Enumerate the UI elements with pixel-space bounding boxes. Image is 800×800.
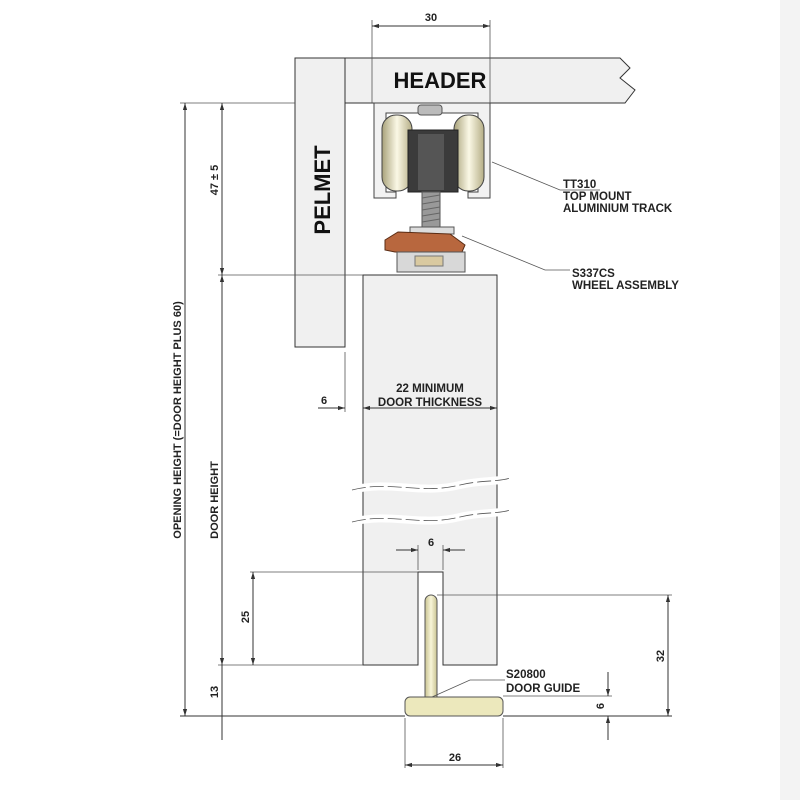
track-desc-1: TOP MOUNT xyxy=(563,191,632,203)
door-thickness-label-2: DOOR THICKNESS xyxy=(378,397,482,409)
dim-guide-height-label: 32 xyxy=(655,650,667,662)
guide-desc: DOOR GUIDE xyxy=(506,683,580,695)
wheel-leader xyxy=(461,235,570,271)
dim-track-gap-label: 47 ± 5 xyxy=(209,165,221,196)
plate-nut xyxy=(414,255,444,267)
wheel-code: S337CS xyxy=(572,268,615,280)
thread-lines xyxy=(421,194,441,223)
track-code: TT310 xyxy=(563,179,596,191)
dim-pelmet-gap-label: 6 xyxy=(321,395,327,407)
door-panel xyxy=(362,274,498,666)
wheel-bracket xyxy=(384,231,466,253)
opening-height-label: OPENING HEIGHT (=DOOR HEIGHT PLUS 60) xyxy=(172,301,184,539)
header-label: HEADER xyxy=(394,68,487,93)
guide-pin xyxy=(424,594,438,704)
door-height-label: DOOR HEIGHT xyxy=(209,461,221,539)
break-line-bottom xyxy=(351,509,511,523)
pelmet-label: PELMET xyxy=(310,145,335,235)
door-thickness-label-1: 22 MINIMUM xyxy=(396,383,464,395)
dim-base-height-label: 6 xyxy=(595,703,607,709)
break-line-top xyxy=(351,477,511,491)
wheel-desc: WHEEL ASSEMBLY xyxy=(572,280,679,292)
track-bolt xyxy=(417,104,443,116)
right-margin-strip xyxy=(780,0,800,800)
dim-track-width-label: 30 xyxy=(425,12,437,24)
guide-base xyxy=(404,696,504,717)
header-pelmet-panel xyxy=(294,57,636,348)
track-desc-2: ALUMINIUM TRACK xyxy=(563,203,673,215)
hub-block xyxy=(418,134,444,190)
dim-slot-width-label: 6 xyxy=(428,537,434,549)
guide-leader xyxy=(431,679,505,698)
dim-floor-gap-label: 13 xyxy=(209,686,221,698)
guide-code: S20800 xyxy=(506,669,546,681)
dim-base-width-label: 26 xyxy=(449,752,461,764)
track-leader xyxy=(491,161,600,191)
dim-slot-depth-label: 25 xyxy=(240,611,252,623)
